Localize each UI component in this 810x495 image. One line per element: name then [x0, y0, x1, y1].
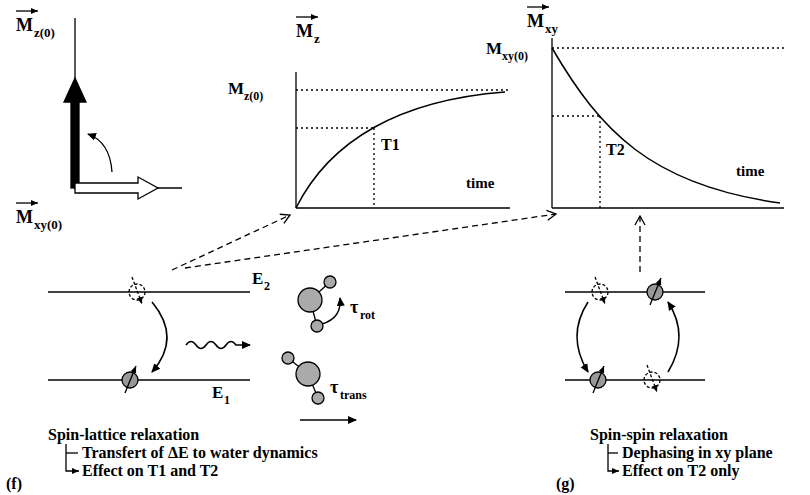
- subscript: 2: [264, 280, 270, 292]
- axis-label: M: [228, 80, 244, 97]
- vector-symbol: M: [16, 16, 33, 34]
- caption-text: Transfert of ΔE to water dynamics: [82, 445, 318, 461]
- panel-letter: (f): [6, 476, 22, 492]
- axis-label: time: [736, 164, 764, 179]
- caption-text: Dephasing in xy plane: [622, 445, 773, 461]
- time-constant: T2: [606, 142, 625, 158]
- subscript: trans: [340, 389, 367, 401]
- subscript: xy(0): [502, 50, 528, 62]
- time-constant: T1: [381, 137, 400, 153]
- subscript: xy: [545, 22, 558, 35]
- energy-level: E: [252, 270, 263, 287]
- vector-symbol: M: [296, 22, 313, 40]
- subscript: z(0): [244, 90, 263, 102]
- caption-text: Effect on T2 only: [622, 463, 739, 479]
- subscript: z: [314, 32, 320, 45]
- subscript: xy(0): [34, 218, 62, 231]
- energy-level: E: [212, 384, 223, 401]
- vector-symbol: M: [16, 208, 33, 226]
- subscript: rot: [360, 309, 375, 321]
- caption-text: Effect on T1 and T2: [82, 463, 218, 479]
- correlation-time: τ: [330, 378, 338, 396]
- caption-heading: Spin-lattice relaxation: [48, 427, 199, 443]
- subscript: 1: [224, 394, 230, 406]
- axis-label: time: [466, 176, 494, 191]
- panel-letter: (g): [556, 476, 575, 492]
- correlation-time: τ: [350, 298, 358, 316]
- caption-heading: Spin-spin relaxation: [590, 427, 728, 443]
- vector-symbol: M: [527, 12, 544, 30]
- subscript: z(0): [34, 26, 55, 39]
- axis-label: M: [486, 40, 502, 57]
